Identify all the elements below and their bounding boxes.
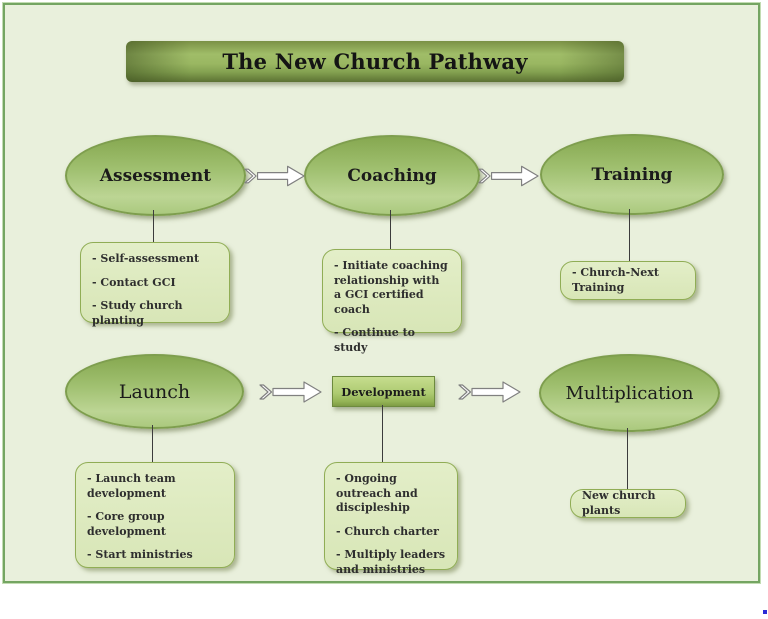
- flow-arrow-icon: [478, 165, 539, 187]
- connector-line-development: [382, 405, 383, 462]
- detail-box-development: - Ongoing outreach and discipleship - Ch…: [324, 462, 458, 576]
- connector-line-launch: [152, 425, 153, 462]
- detail-item: - Study church planting: [92, 299, 183, 327]
- stage-ellipse-multiplication: Multiplication: [539, 354, 720, 432]
- detail-item: - Contact GCI: [92, 275, 176, 289]
- detail-item: - Core group development: [87, 510, 167, 538]
- detail-item: - Church-Next Training: [572, 265, 659, 294]
- stage-label-coaching: Coaching: [347, 165, 437, 186]
- detail-box-launch: - Launch team development - Core group d…: [75, 462, 235, 568]
- stage-label-development: Development: [341, 384, 426, 399]
- flow-arrow-icon: [244, 165, 305, 187]
- connector-line-coaching: [390, 210, 391, 250]
- stage-ellipse-training: Training: [540, 134, 724, 215]
- detail-box-training: - Church-Next Training: [560, 261, 696, 300]
- connector-line-assessment: [153, 210, 154, 243]
- stage-label-launch: Launch: [118, 380, 191, 403]
- detail-box-coaching: - Initiate coaching relationship with a …: [322, 249, 462, 354]
- stage-label-multiplication: Multiplication: [565, 382, 694, 404]
- detail-item: - Self-assessment: [92, 252, 200, 265]
- detail-item: New church plants: [582, 488, 656, 517]
- detail-item: - Church charter: [336, 524, 439, 538]
- detail-item: - Multiply leaders and ministries: [336, 548, 446, 576]
- detail-item: - Start ministries: [87, 548, 193, 562]
- detail-box-assessment: - Self-assessment - Contact GCI - Study …: [80, 242, 230, 327]
- flow-arrow-icon: [259, 381, 322, 403]
- detail-item: - Launch team development: [87, 472, 176, 500]
- stage-ellipse-launch: Launch: [65, 354, 244, 429]
- detail-item: - Ongoing outreach and discipleship: [336, 472, 418, 515]
- detail-box-multiplication: New church plants: [570, 489, 686, 518]
- diagram-title: The New Church Pathway: [222, 49, 528, 74]
- detail-item: - Initiate coaching relationship with a …: [334, 259, 448, 316]
- title-banner: The New Church Pathway: [126, 41, 624, 82]
- stage-ellipse-coaching: Coaching: [304, 135, 480, 216]
- pathway-diagram-canvas: The New Church Pathway Assessment Coachi…: [3, 3, 760, 583]
- detail-item: - Continue to study: [334, 326, 415, 354]
- connector-line-training: [629, 209, 630, 262]
- artifact-dot: [763, 610, 767, 614]
- stage-label-assessment: Assessment: [99, 165, 212, 186]
- connector-line-multiplication: [627, 428, 628, 489]
- stage-label-training: Training: [591, 164, 673, 185]
- stage-ellipse-assessment: Assessment: [65, 135, 246, 216]
- stage-rect-development: Development: [332, 376, 435, 407]
- flow-arrow-icon: [458, 381, 521, 403]
